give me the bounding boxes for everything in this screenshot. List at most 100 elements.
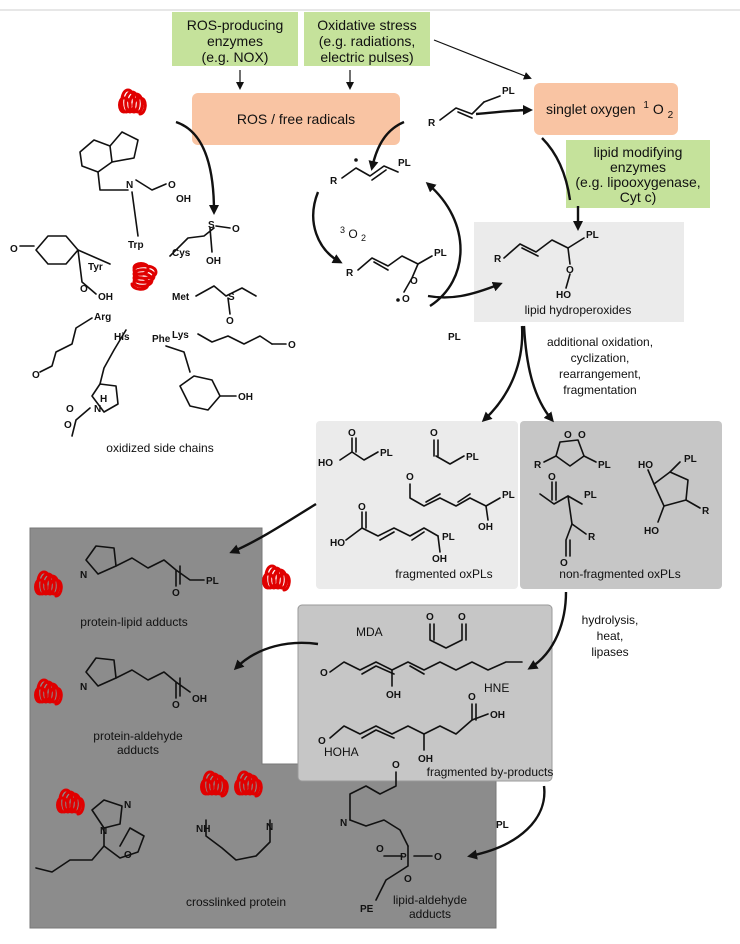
protein-helix-top — [118, 88, 147, 116]
fragmented-byproducts-structures: MDA O O O OH HNE O HOHA OH O OH — [318, 612, 523, 765]
crosslink-n1: N — [124, 800, 131, 811]
residue-his: His — [114, 332, 130, 343]
tyr-oh: OH — [98, 292, 113, 303]
arrow-cycle-back — [425, 182, 462, 308]
cyclopentane-r: R — [702, 506, 710, 517]
paa-oh: OH — [192, 694, 207, 705]
frag3-pl: PL — [502, 490, 515, 501]
paa-n: N — [80, 682, 87, 693]
frag1-ho: HO — [318, 458, 333, 469]
oxidation-line2: cyclization, — [571, 351, 630, 365]
protein-aldehyde-line1: protein-aldehyde — [93, 729, 183, 743]
cys-s: S — [208, 220, 215, 231]
hydroperoxide-r: R — [494, 254, 502, 265]
hoha-label: HOHA — [324, 745, 359, 759]
arrow-ros-to-radical — [368, 120, 405, 171]
lipid-hydroperoxides-panel — [474, 222, 684, 322]
crosslinked-protein-label: crosslinked protein — [186, 895, 286, 909]
lys-o: O — [288, 340, 296, 351]
protein-aldehyde-line2: adducts — [117, 743, 159, 757]
hoha-o2: O — [468, 692, 476, 703]
singlet-oxygen-subscript: 2 — [668, 110, 674, 121]
oxidized-side-chains-label: oxidized side chains — [106, 441, 213, 455]
hydrolysis-line1: hydrolysis, — [582, 613, 639, 627]
trp-oh: OH — [176, 194, 191, 205]
unsaturated-lipid: R PL — [428, 86, 515, 129]
keto-r: R — [588, 532, 596, 543]
ros-enzymes-line3: (e.g. NOX) — [202, 49, 269, 65]
hydroperoxide-pl: PL — [586, 230, 599, 241]
hne-oh: OH — [386, 690, 401, 701]
singlet-oxygen-superscript: 1 — [643, 100, 649, 111]
oxidation-line3: rearrangement, — [559, 367, 641, 381]
protein-aldehyde-adduct: N O OH — [34, 657, 207, 711]
singlet-oxygen-box: singlet oxygen 1 O 2 — [534, 83, 678, 135]
crosslink-nh: NH — [196, 824, 210, 835]
ros-enzymes-line2: enzymes — [207, 33, 263, 49]
lipid-enzymes-line3: (e.g. lipooxygenase, — [575, 174, 700, 190]
frag4-o: O — [358, 502, 366, 513]
frag2-pl: PL — [466, 452, 479, 463]
lipid-aldehyde-line2: adducts — [409, 907, 451, 921]
phe-oh: OH — [238, 392, 253, 403]
peroxyl-radical: R PL O O — [346, 248, 447, 305]
tyr-o: O — [10, 244, 18, 255]
oxidized-side-chains-structure: N O OH Trp O O OH Tyr Cys S O OH Met S O… — [10, 131, 296, 437]
arrow-radical-to-peroxyl — [312, 191, 343, 264]
cys-o: O — [232, 224, 240, 235]
trp-n: N — [126, 180, 133, 191]
hoha-oh: OH — [418, 754, 433, 765]
protein-helix-mid — [262, 564, 291, 592]
paa-o: O — [172, 700, 180, 711]
lipid-aldehyde-line1: lipid-aldehyde — [393, 893, 467, 907]
lipid-pl: PL — [502, 86, 515, 97]
ros-free-radicals-label: ROS / free radicals — [237, 111, 355, 127]
peroxyl-r: R — [346, 268, 354, 279]
oxidized-protein-core — [130, 262, 158, 291]
his-o2: O — [64, 420, 72, 431]
residue-tyr: Tyr — [88, 262, 103, 273]
oxidation-line1: additional oxidation, — [547, 335, 653, 349]
protein-core-helix — [130, 262, 158, 291]
ros-producing-enzymes-box: ROS-producing enzymes (e.g. NOX) — [172, 12, 298, 66]
laa-o3: O — [434, 852, 442, 863]
mda-o1: O — [426, 612, 434, 623]
pla-n: N — [80, 570, 87, 581]
met-s: S — [228, 292, 235, 303]
frag3-o: O — [406, 472, 414, 483]
cyclopentane-ho1: HO — [638, 460, 653, 471]
fragmented-oxpls-label: fragmented oxPLs — [395, 567, 492, 581]
fragmented-oxpls-panel — [316, 421, 518, 589]
fragmented-byproducts-panel — [297, 604, 553, 782]
keto-pl: PL — [584, 490, 597, 501]
singlet-oxygen-o: O — [653, 101, 664, 117]
crosslink-n2: N — [100, 826, 107, 837]
endoperoxide-r: R — [534, 460, 542, 471]
svg-text:singlet oxygen 1 O: singlet oxygen 1 O 2 — [546, 95, 674, 121]
endoperoxide-o2: O — [578, 430, 586, 441]
hydrolysis-line3: lipases — [591, 645, 628, 659]
met-o: O — [226, 316, 234, 327]
hydroperoxide-ho: HO — [556, 290, 571, 301]
non-fragmented-oxpls-structures: O O R PL HO PL R HO O PL R O — [534, 430, 710, 569]
residue-lys: Lys — [172, 330, 189, 341]
lipid-enzymes-line1: lipid modifying — [594, 144, 683, 160]
o2-label: O — [348, 227, 357, 241]
lipid-radical: R PL — [330, 158, 411, 187]
frag2-o: O — [430, 428, 438, 439]
pl-label-bottom: PL — [496, 820, 509, 831]
oxidation-line4: fragmentation — [563, 383, 636, 397]
his-n: N — [94, 404, 101, 415]
laa-pe: PE — [360, 904, 374, 915]
peroxyl-o2: O — [402, 294, 410, 305]
his-h: H — [100, 394, 107, 405]
protein-lipid-adducts-label: protein-lipid adducts — [80, 615, 187, 629]
oxidative-stress-line1: Oxidative stress — [317, 17, 417, 33]
frag3-oh: OH — [478, 522, 493, 533]
laa-o4: O — [404, 874, 412, 885]
lipid-enzymes-line4: Cyt c) — [620, 189, 657, 205]
hoha-cooh: OH — [490, 710, 505, 721]
keto-o: O — [548, 472, 556, 483]
arrow-byproducts-to-lipid-aldehyde — [467, 785, 546, 860]
